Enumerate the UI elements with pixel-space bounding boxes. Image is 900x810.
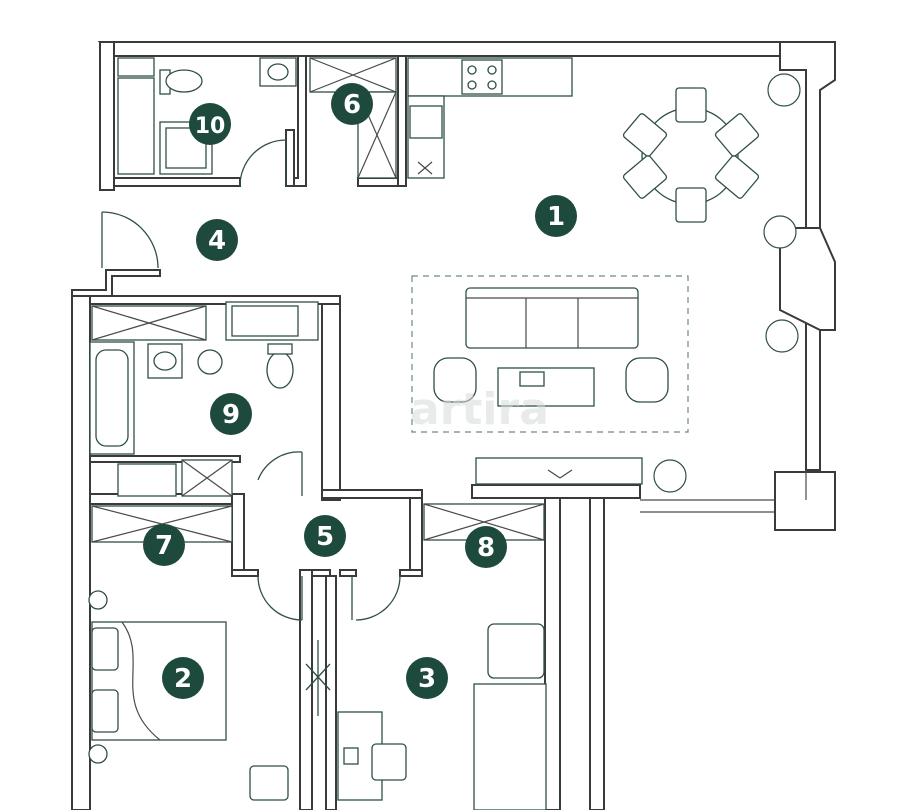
room-label-3: 3 xyxy=(406,657,448,699)
living-area xyxy=(411,275,689,485)
room-number-4: 4 xyxy=(208,226,226,256)
bathroom-9-fixtures xyxy=(89,301,319,497)
room-number-7: 7 xyxy=(155,531,173,561)
room-label-1: 1 xyxy=(535,195,577,237)
room-number-3: 3 xyxy=(418,664,436,694)
doors xyxy=(101,139,401,716)
room-number-1: 1 xyxy=(547,202,565,232)
room-label-7: 7 xyxy=(143,524,185,566)
room-number-6: 6 xyxy=(343,90,361,120)
room-label-2: 2 xyxy=(162,657,204,699)
room-number-5: 5 xyxy=(316,522,334,552)
bedroom-3-furniture xyxy=(337,623,547,810)
room-label-10: 10 xyxy=(189,103,231,145)
room-label-5: 5 xyxy=(304,515,346,557)
plants xyxy=(653,73,801,493)
inner-walls xyxy=(89,55,423,810)
watermark-text: artira xyxy=(410,384,549,435)
dining-set xyxy=(622,87,760,223)
bedroom-2-furniture xyxy=(88,590,289,801)
room-number-10: 10 xyxy=(195,114,226,139)
kitchen xyxy=(407,57,573,179)
outer-walls xyxy=(71,41,836,810)
room-label-4: 4 xyxy=(196,219,238,261)
room-number-2: 2 xyxy=(174,664,192,694)
room-number-9: 9 xyxy=(222,400,240,430)
room-label-6: 6 xyxy=(331,83,373,125)
room-label-8: 8 xyxy=(465,526,507,568)
room-number-8: 8 xyxy=(477,533,495,563)
room-label-9: 9 xyxy=(210,393,252,435)
